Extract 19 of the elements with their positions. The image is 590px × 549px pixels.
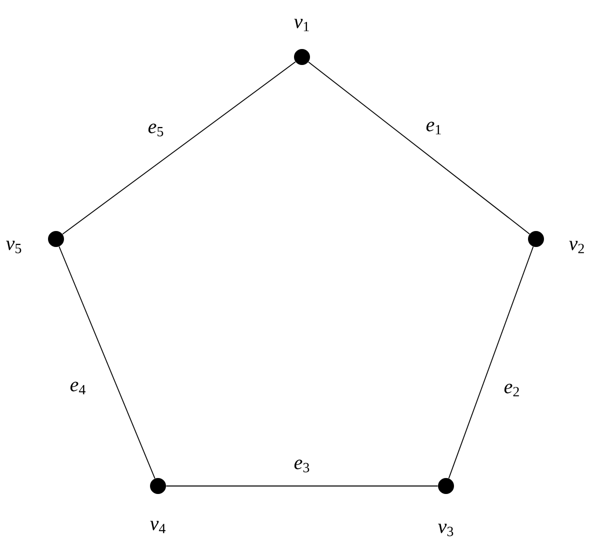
edge-label: e$_{2}$ <box>504 384 519 396</box>
vertex-label: v$_{1}$ <box>294 18 309 32</box>
vertex-label: v$_{2}$ <box>569 240 584 254</box>
edge-line <box>58 246 156 479</box>
vertex-label: v$_{3}$ <box>438 524 454 536</box>
vertex-dot <box>438 478 454 494</box>
edge-label: e$_{3}$ <box>294 460 310 472</box>
edge-line <box>62 61 296 235</box>
edge-label: e$_{5}$ <box>148 124 164 136</box>
vertex-dot <box>294 49 310 65</box>
vertex-dot <box>150 478 166 494</box>
vertex-dot <box>48 231 64 247</box>
edge-line <box>308 62 530 234</box>
vertex-label: v$_{5}$ <box>6 240 22 254</box>
vertex-dot <box>528 231 544 247</box>
edge-label: e$_{1}$ <box>426 122 441 134</box>
edge-label: e$_{4}$ <box>70 382 86 394</box>
edge-line <box>448 246 534 479</box>
vertex-label: v$_{4}$ <box>150 520 166 534</box>
